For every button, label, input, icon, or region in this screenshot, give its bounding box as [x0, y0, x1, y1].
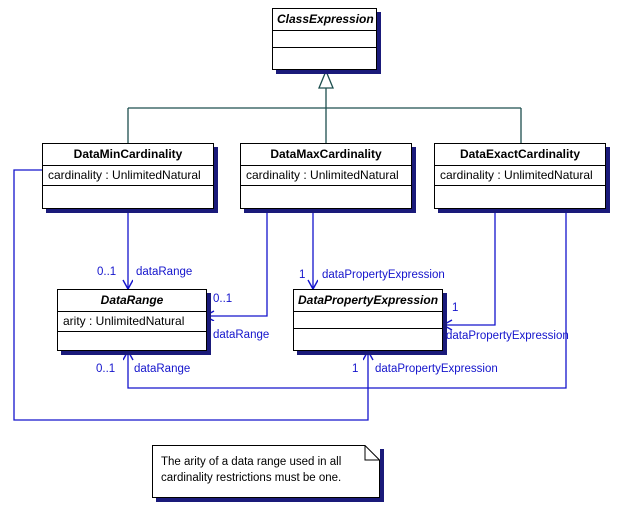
class-attribute-arity: arity : UnlimitedNatural	[58, 312, 206, 332]
role-max-to-range: dataRange	[213, 329, 270, 341]
note-arity-constraint[interactable]: The arity of a data range used in all ca…	[152, 445, 380, 498]
class-box-data-exact-cardinality[interactable]: DataExactCardinality cardinality : Unlim…	[434, 143, 606, 209]
class-name-class-expression: ClassExpression	[273, 9, 376, 31]
role-exact-to-dpe: dataPropertyExpression	[446, 330, 569, 342]
class-operations-data-max-cardinality	[241, 186, 411, 208]
class-name-data-max-cardinality: DataMaxCardinality	[241, 144, 411, 166]
class-attribute-cardinality-max: cardinality : UnlimitedNatural	[241, 166, 411, 186]
multiplicity-exact-to-dpe: 1	[452, 302, 459, 314]
role-max-to-dpe: dataPropertyExpression	[322, 269, 445, 281]
edge-exact-to-dpe	[443, 212, 496, 325]
role-min-to-range: dataRange	[136, 266, 193, 278]
note-shape-icon	[152, 445, 380, 498]
class-box-data-range[interactable]: DataRange arity : UnlimitedNatural	[57, 289, 207, 351]
class-name-data-range: DataRange	[58, 290, 206, 312]
class-attributes-class-expression	[273, 31, 376, 48]
class-operations-class-expression	[273, 48, 376, 70]
class-operations-data-range	[58, 332, 206, 354]
generalization-edges	[127, 69, 522, 143]
class-box-class-expression[interactable]: ClassExpression	[272, 8, 377, 70]
multiplicity-min-to-dpe: 1	[352, 363, 359, 375]
class-box-data-max-cardinality[interactable]: DataMaxCardinality cardinality : Unlimit…	[240, 143, 412, 209]
class-box-data-property-expression[interactable]: DataPropertyExpression	[293, 289, 443, 351]
class-name-data-min-cardinality: DataMinCardinality	[43, 144, 213, 166]
class-name-data-exact-cardinality: DataExactCardinality	[435, 144, 605, 166]
class-box-data-min-cardinality[interactable]: DataMinCardinality cardinality : Unlimit…	[42, 143, 214, 209]
multiplicity-exact-to-range: 0..1	[96, 363, 116, 375]
multiplicity-max-to-range: 0..1	[213, 293, 233, 305]
note-text: The arity of a data range used in all ca…	[161, 456, 342, 484]
class-name-data-property-expression: DataPropertyExpression	[294, 290, 442, 312]
class-attribute-cardinality-min: cardinality : UnlimitedNatural	[43, 166, 213, 186]
multiplicity-max-to-dpe: 1	[299, 269, 306, 281]
role-exact-to-range: dataRange	[134, 363, 191, 375]
class-attribute-cardinality-exact: cardinality : UnlimitedNatural	[435, 166, 605, 186]
class-operations-data-min-cardinality	[43, 186, 213, 208]
class-operations-data-property-expression	[294, 329, 442, 351]
multiplicity-min-to-range: 0..1	[97, 266, 117, 278]
class-attributes-data-property-expression	[294, 312, 442, 329]
class-operations-data-exact-cardinality	[435, 186, 605, 208]
role-min-to-dpe: dataPropertyExpression	[375, 363, 498, 375]
